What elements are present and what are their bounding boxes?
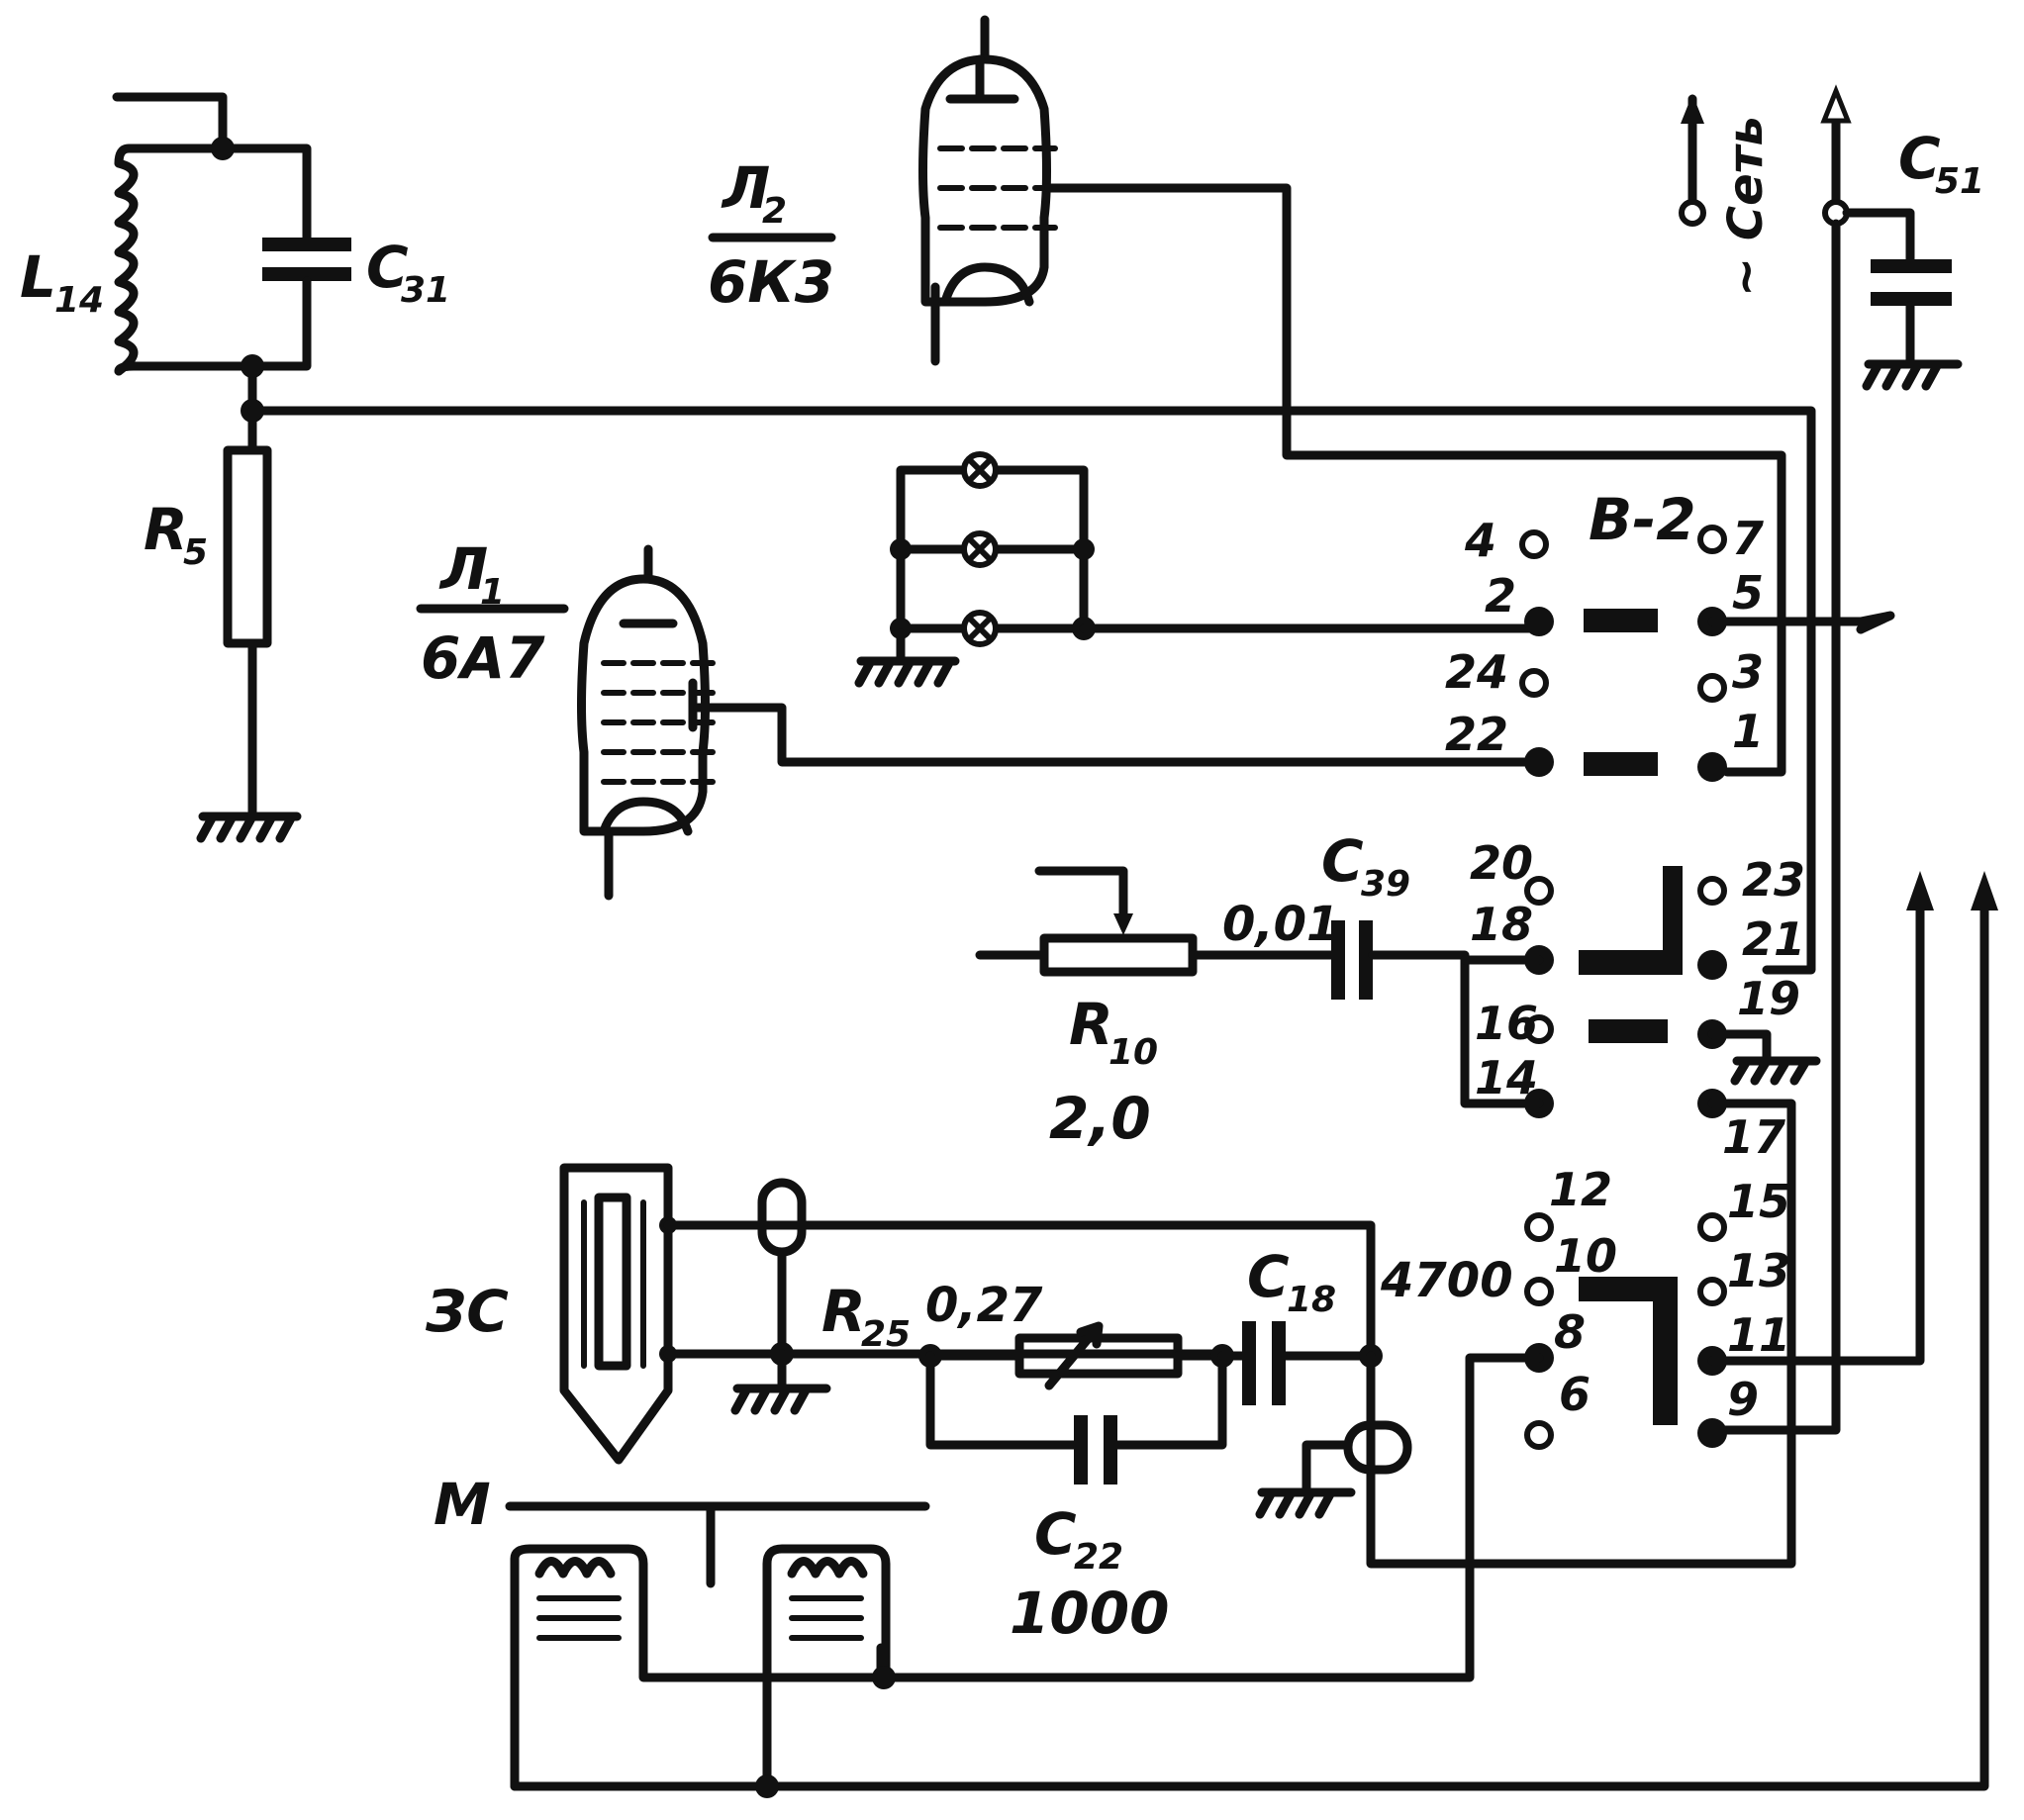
wire-l2-to-contact-1 [1044, 183, 1786, 777]
contact-number: 11 [1727, 1308, 1790, 1362]
motor-label: М [434, 1471, 491, 1538]
contact-number: 8 [1554, 1305, 1586, 1359]
c22-label: C [1034, 1500, 1077, 1568]
c31-subscript: 31 [401, 270, 450, 311]
ground-contact-19 [1730, 1056, 1821, 1086]
tube-l2 [918, 15, 1786, 777]
r25-value: 0,27 [925, 1278, 1043, 1333]
contact-number: 23 [1742, 853, 1805, 907]
r10-potentiometer [975, 866, 1544, 1108]
l1-name: Л [438, 535, 488, 603]
c18-subscript: 18 [1287, 1280, 1336, 1320]
contact-number: 14 [1475, 1051, 1538, 1104]
contact-number: 5 [1732, 566, 1764, 620]
r5-label: R [144, 496, 188, 563]
contact-number: 13 [1727, 1244, 1790, 1297]
dial-lamps [854, 451, 1544, 688]
pickup-label: ЗС [425, 1278, 509, 1345]
l2-name: Л [721, 154, 770, 222]
contact-number: 4 [1464, 514, 1496, 567]
c22-value: 1000 [1010, 1580, 1169, 1647]
contact-number: 19 [1737, 972, 1800, 1025]
contact-number: 1 [1732, 705, 1764, 758]
contact-number: 7 [1732, 512, 1764, 565]
contact-number: 17 [1722, 1110, 1785, 1164]
c31-label: C [366, 234, 409, 301]
contact-number: 12 [1549, 1163, 1612, 1216]
wire-contact-5-arrow [1707, 611, 1895, 634]
l2-subscript: 2 [762, 191, 787, 232]
contact-number: 10 [1554, 1229, 1617, 1283]
l14-label: L [20, 243, 56, 311]
contact-number: 9 [1727, 1373, 1759, 1426]
wire-l1-to-contact-22 [693, 703, 1544, 767]
ground-r5 [196, 812, 302, 843]
c31-plate-bottom [262, 267, 351, 281]
ground-pickup [730, 1384, 831, 1415]
tube-l1 [577, 544, 1544, 901]
r10-value: 2,0 [1049, 1085, 1151, 1152]
wire-contact-11-out [1707, 891, 1925, 1366]
contact-number: 21 [1742, 912, 1805, 966]
l2-type: 6К3 [708, 248, 834, 316]
c39-label: C [1321, 827, 1364, 895]
c18-label: C [1247, 1243, 1290, 1310]
l14-c31-tank [112, 92, 351, 423]
c51-subscript: 51 [1935, 161, 1984, 202]
contact-numbers: 4 2 24 22 20 18 16 14 12 10 8 6 7 5 3 1 … [1445, 512, 1805, 1426]
r10-subscript: 10 [1108, 1032, 1158, 1073]
contact-number: 24 [1445, 645, 1508, 699]
contacts-right [1697, 525, 1727, 1448]
r5-subscript: 5 [183, 532, 208, 573]
l1-subscript: 1 [480, 572, 505, 613]
contact-number: 22 [1445, 708, 1508, 761]
wire-r5-to-contact-21 [247, 406, 1816, 975]
l1-type: 6А7 [421, 624, 545, 692]
c31-plate-top [262, 238, 351, 251]
contact-number: 2 [1485, 569, 1516, 623]
contact-number: 18 [1470, 898, 1533, 951]
c22-subscript: 22 [1074, 1537, 1123, 1578]
c39-subscript: 39 [1361, 864, 1410, 905]
contact-number: 3 [1732, 645, 1764, 699]
mains-label: ~ Сеть [1718, 116, 1774, 297]
ground-lamps [854, 656, 960, 688]
l14-subscript: 14 [54, 280, 104, 321]
ground-c18 [1255, 1487, 1356, 1519]
r25-subscript: 25 [861, 1314, 911, 1355]
switch-label: В-2 [1589, 486, 1696, 553]
contact-number: 6 [1559, 1368, 1590, 1421]
motor-m [505, 1501, 930, 1798]
l14-coil [114, 158, 139, 376]
switch-b2 [1579, 609, 1683, 1425]
ground-c51 [1862, 359, 1963, 391]
c18-value: 4700 [1380, 1253, 1513, 1308]
contact-number: 15 [1727, 1175, 1790, 1228]
r25-label: R [821, 1278, 866, 1345]
r5-resistor [196, 406, 302, 843]
tone-network [876, 1099, 1796, 1682]
contact-number: 16 [1475, 997, 1538, 1050]
contacts-left [1519, 529, 1554, 1450]
c39-value: 0,01 [1222, 897, 1339, 952]
c51-label: C [1898, 125, 1941, 192]
contact-number: 20 [1470, 836, 1533, 890]
r10-label: R [1069, 991, 1113, 1058]
